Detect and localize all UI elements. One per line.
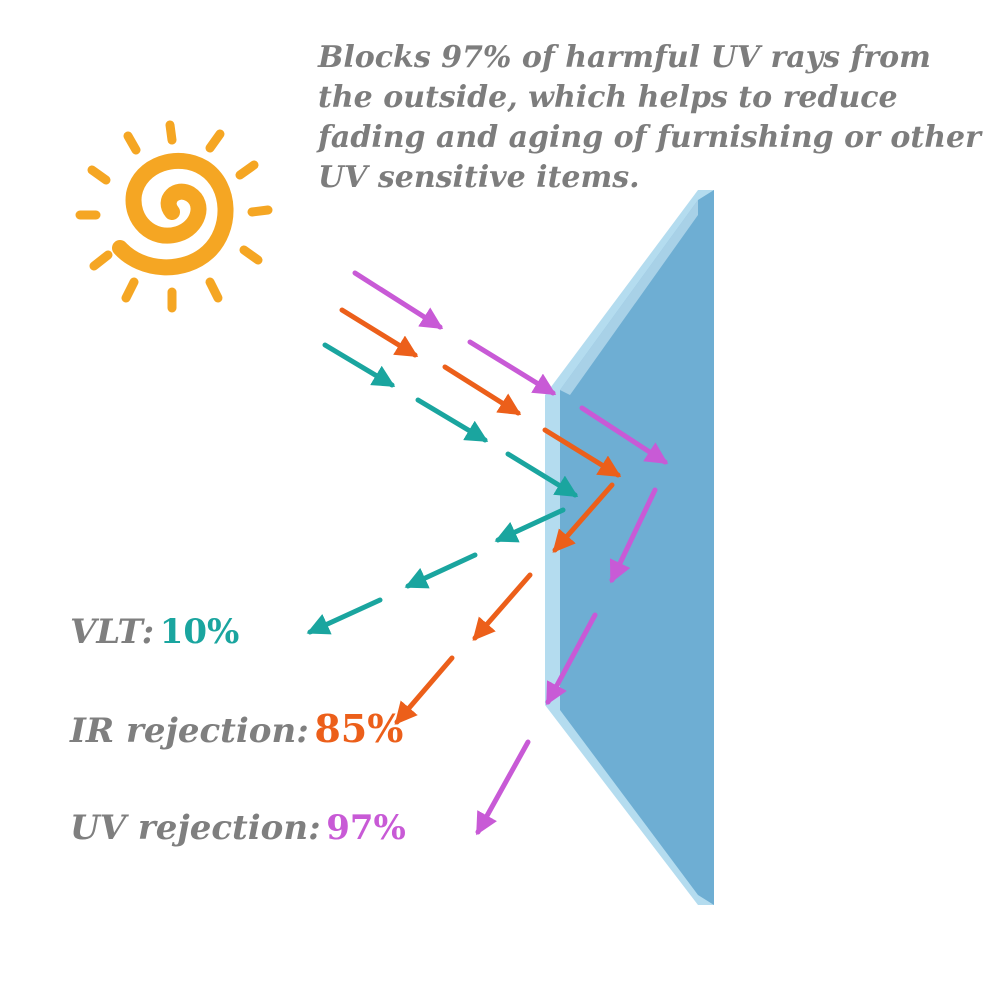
- sun-icon: [75, 120, 273, 313]
- uv-arrow-in-3: [579, 405, 669, 465]
- stat-vlt-value: 10%: [159, 612, 240, 652]
- ir-arrow-in-3: [542, 427, 622, 478]
- stat-vlt: VLT: 10%: [70, 612, 239, 652]
- vlt-arrow-in-1: [322, 342, 396, 388]
- stat-vlt-label: VLT:: [70, 612, 155, 652]
- uv-arrow-in-1: [352, 270, 444, 330]
- ir-arrow-in-2: [442, 364, 522, 416]
- ir-arrow-out-1: [552, 482, 615, 553]
- vlt-arrow-out-3: [306, 597, 383, 635]
- vlt-arrow-out-2: [404, 552, 478, 589]
- stat-uv-label: UV rejection:: [70, 808, 321, 848]
- infrared-rays: [339, 307, 622, 725]
- vlt-arrow-out-1: [494, 507, 566, 543]
- uv-arrow-out-3: [475, 739, 531, 836]
- uv-arrow-in-2: [467, 339, 557, 396]
- stat-ir-label: IR rejection:: [70, 711, 309, 751]
- vlt-arrow-in-3: [505, 451, 579, 498]
- ir-arrow-in-1: [339, 307, 419, 358]
- uv-arrow-out-1: [609, 487, 658, 584]
- stat-uv: UV rejection: 97%: [70, 808, 406, 848]
- uv-arrow-out-2: [545, 612, 598, 706]
- stat-ir: IR rejection: 85%: [70, 706, 403, 751]
- ir-arrow-out-2: [472, 572, 533, 641]
- visible-light-rays: [306, 342, 579, 635]
- stat-uv-value: 97%: [326, 808, 406, 848]
- ir-arrow-out-3: [394, 655, 455, 725]
- stat-ir-value: 85%: [314, 706, 404, 751]
- headline-text: Blocks 97% of harmful UV rays from the o…: [318, 40, 981, 195]
- uv-rays: [352, 270, 669, 836]
- vlt-arrow-in-2: [415, 397, 489, 443]
